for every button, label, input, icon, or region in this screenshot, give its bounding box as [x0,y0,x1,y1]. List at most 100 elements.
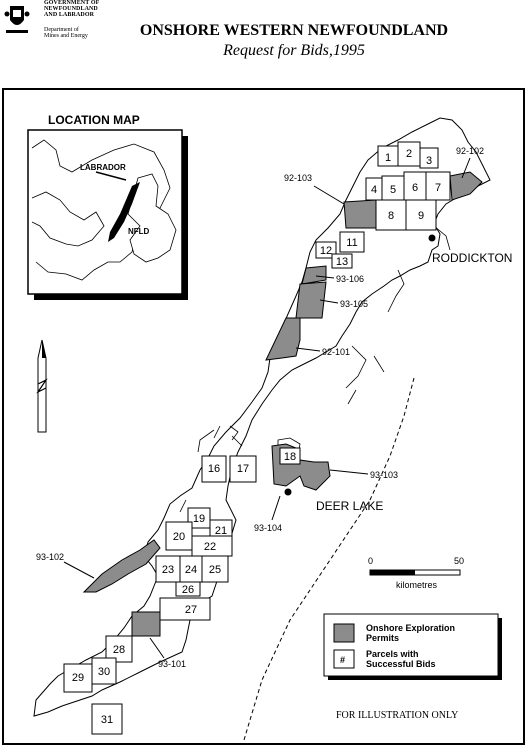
permit-leader [329,469,369,475]
permit-label: 93-103 [370,470,398,480]
parcel-20-box [165,521,193,551]
inset-newfoundland-shape [127,173,177,263]
scale-unit-label: kilometres [396,580,438,590]
parcel-label: 23 [162,564,174,576]
permit-label: 93-104 [254,523,282,533]
parcel-label: 19 [193,513,205,525]
deer-lake-marker [284,488,292,496]
parcel-26-box [175,581,201,597]
permit-label: 93-102 [36,552,64,562]
parcel-label: 1 [385,152,391,164]
parcel-label: 3 [426,155,432,167]
fault-line [243,377,415,741]
permit-label: 93-105 [340,299,368,309]
legend-parcel-swatch [333,649,355,669]
parcel-25-box [201,555,229,583]
parcel-18-box [279,447,301,465]
permit-label: 92-103 [284,173,312,183]
parcel-label: 9 [418,210,424,222]
legend-permit-label: Permits [366,633,399,643]
legend-permit-label: Onshore Exploration [366,623,455,633]
parcel-11-box [339,231,365,253]
coat-of-arms-icon [4,6,30,33]
department-name: Department of Mines and Energy [44,27,88,39]
parcel-label: 29 [72,672,84,684]
inset-coastline [31,139,171,281]
roddickton-marker [428,234,436,242]
permit-leader [461,157,471,179]
parcel-label: 20 [173,531,185,543]
permit-label: 92-101 [322,347,350,357]
parcel-labels: 1 2 3 4 5 6 7 8 9 11 12 13 16 17 18 19 2… [72,148,441,726]
inset-title: LOCATION MAP [48,113,140,127]
side-shoreline [197,425,239,453]
north-arrow-icon [36,339,48,433]
deer-lake-label: DEER LAKE [316,499,383,513]
parcel-label: 11 [346,237,357,249]
permit-93-101-area [131,611,161,637]
parcel-label: 7 [435,182,441,194]
permit-leader [149,637,165,659]
parcel-label: 30 [98,666,110,678]
parcel-label: 16 [208,463,220,475]
scale-min-label: 0 [368,556,373,566]
western-newfoundland-land [33,117,491,717]
parcel-19-box [187,507,211,529]
location-map-inset: LOCATION MAP LABRADOR NFLD [27,113,188,300]
inset-area-pointer [95,171,127,181]
page-title: ONSHORE WESTERN NEWFOUNDLAND [139,22,449,39]
parcel-label: 25 [209,564,221,576]
illustration-note: FOR ILLUSTRATION ONLY [336,710,458,721]
scale-max-label: 50 [454,556,464,566]
permit-92-102-area [449,171,483,201]
parcel-8-box [375,199,407,231]
port-au-port-peninsula [82,539,161,593]
map-frame [2,88,525,745]
permit-label: 93-106 [336,274,364,284]
permit-leader [315,275,335,279]
parcel-grid [63,141,451,735]
gov-line: GOVERNMENT OF [44,0,100,6]
government-name: GOVERNMENT OF NEWFOUNDLAND AND LABRADOR [44,0,99,19]
permit-label: 93-101 [158,659,186,669]
permit-leader [271,495,281,521]
legend-parcel-symbol: # [340,655,345,665]
parcel-label: 31 [101,714,113,726]
permit-label: 92-102 [456,146,484,156]
permit-leader [63,561,95,579]
permit-leader [295,347,321,352]
dept-line: Department of [44,27,79,33]
parcel-31-box [91,703,123,735]
parcel-label: 13 [336,256,348,268]
parcel-27-box [159,597,211,621]
parcel-label: 8 [388,210,394,222]
parcel-3-box [419,147,439,169]
parcel-7-box [425,171,451,201]
page-subtitle: Request for Bids,1995 [223,42,365,59]
parcel-label: 5 [390,184,396,196]
gov-line: AND LABRADOR [44,12,95,19]
parcel-label: 18 [284,451,296,463]
parcel-17-box [229,455,257,483]
gov-line: NEWFOUNDLAND [44,6,98,13]
inset-study-area [108,182,140,242]
parcel-12-box [315,241,337,259]
permit-92-101-area [265,317,301,361]
parcel-label: 2 [406,148,412,160]
parcel-label: 17 [237,463,249,475]
inset-labrador-label: LABRADOR [80,163,126,172]
parcel-23-box [155,555,181,583]
parcel-label: 24 [185,564,197,576]
parcel-label: 6 [412,182,418,194]
legend-permit-swatch [333,623,355,643]
legend-parcel-label: Parcels with [366,649,419,659]
parcel-label: 28 [113,644,125,656]
permit-92-103-area [343,199,377,229]
scale-bar: 0 50 kilometres [368,556,464,590]
permit-leader [319,299,339,304]
parcel-30-box [91,657,117,685]
parcel-label: 21 [215,525,227,537]
parcel-label: 26 [182,584,194,596]
permit-labels: 92-102 92-103 93-106 93-105 92-101 93-10… [36,146,484,669]
